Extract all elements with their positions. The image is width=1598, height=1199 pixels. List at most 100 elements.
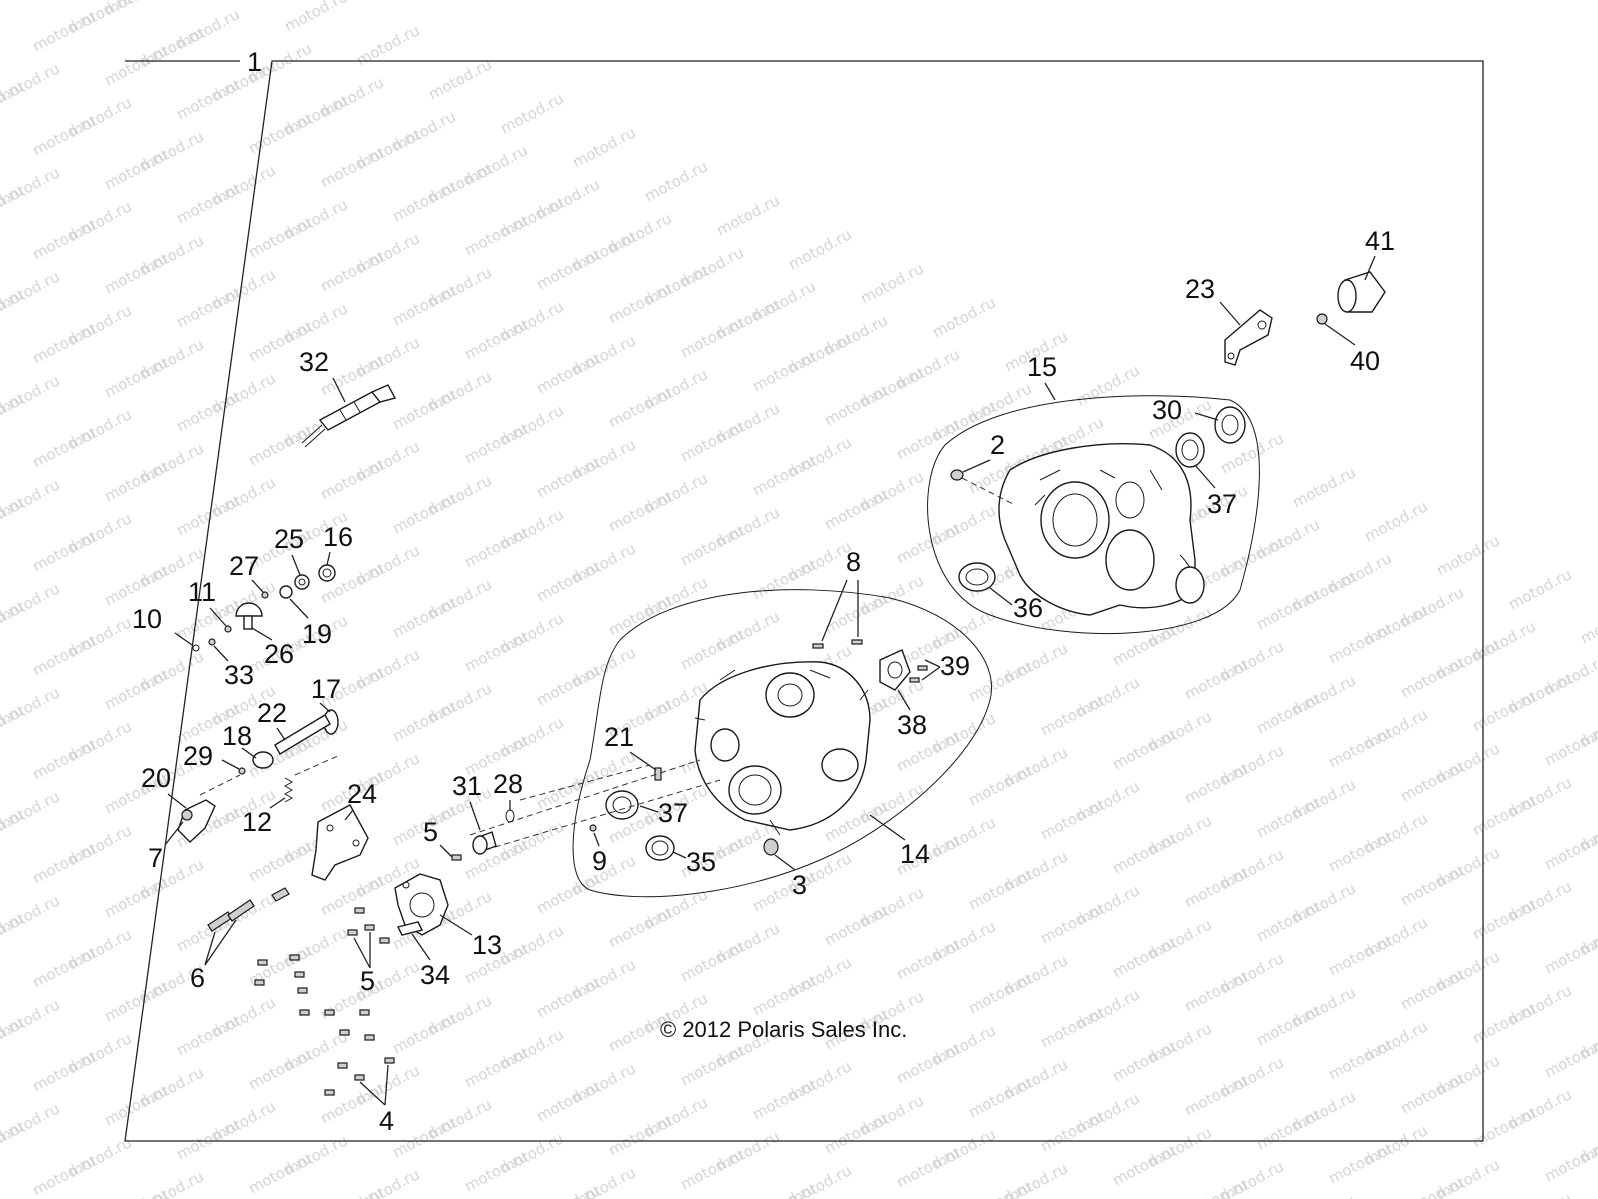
rear-housing-assembly: 15 2 30 37 36 [927, 352, 1260, 635]
watermark-text: motod.ru [1397, 1069, 1466, 1117]
watermark-text: motod.ru [749, 1075, 818, 1123]
callout-27: 27 [229, 551, 259, 581]
watermark-text: motod.ru [965, 969, 1034, 1017]
watermark-text: motod.ru [1037, 795, 1106, 843]
callout-8: 8 [846, 547, 861, 577]
watermark-text: motod.ru [29, 7, 98, 55]
watermark-text: motod.ru [533, 349, 602, 397]
bolts-6 [207, 887, 290, 932]
watermark-text: motod.ru [245, 421, 314, 469]
callout-13: 13 [472, 930, 502, 960]
watermark-text: motod.ru [461, 1147, 530, 1195]
cover-13 [394, 873, 449, 936]
watermark-text: motod.ru [1325, 723, 1394, 771]
watermark-text: motod.ru [389, 1009, 458, 1057]
bearing-19 [279, 585, 293, 599]
watermark-text: motod.ru [605, 487, 674, 535]
watermark-text: motod.ru [1505, 1189, 1574, 1199]
bolts-5-lower [347, 907, 390, 944]
watermark-text: motod.ru [461, 315, 530, 363]
watermark-text: motod.ru [29, 111, 98, 159]
watermark-text: motod.ru [1469, 687, 1538, 735]
watermark-text: motod.ru [1109, 829, 1178, 877]
seal-37-lower [605, 790, 639, 820]
watermark-text: motod.ru [821, 485, 890, 533]
watermark-text: motod.ru [1181, 863, 1250, 911]
watermark-text: motod.ru [173, 387, 242, 435]
watermark-text: motod.ru [713, 191, 782, 239]
callout-23: 23 [1185, 274, 1215, 304]
watermark-text: motod.ru [929, 293, 998, 341]
watermark-text: motod.ru [893, 935, 962, 983]
watermark-text: motod.ru [965, 1177, 1034, 1199]
watermark-text: motod.ru [1109, 1037, 1178, 1085]
watermark-text: motod.ru [101, 145, 170, 193]
sensor-31 [472, 831, 497, 855]
callout-32: 32 [299, 347, 329, 377]
watermark-text: motod.ru [1109, 725, 1178, 773]
dowel-9 [589, 824, 597, 832]
watermark-text: motod.ru [1253, 1105, 1322, 1153]
watermark-text: motod.ru [677, 313, 746, 361]
watermark-text: motod.ru [101, 1081, 170, 1129]
watermark-text: motod.ru [1253, 897, 1322, 945]
watermark-text: motod.ru [101, 977, 170, 1025]
callout-25: 25 [274, 524, 304, 554]
watermark-text: motod.ru [1289, 1191, 1358, 1199]
watermark-text: motod.ru [0, 0, 27, 22]
plug-2 [950, 469, 964, 481]
watermark-text: motod.ru [1181, 1071, 1250, 1119]
spring-12 [283, 777, 294, 803]
watermark-text: motod.ru [677, 937, 746, 985]
watermark-text: motod.ru [1325, 619, 1394, 667]
watermark-text: motod.ru [749, 347, 818, 395]
watermark-text: motod.ru [533, 765, 602, 813]
callout-15: 15 [1027, 352, 1057, 382]
pin-21 [654, 767, 662, 781]
watermark-text: motod.ru [173, 179, 242, 227]
watermark-text: motod.ru [1469, 791, 1538, 839]
watermark-text: motod.ru [1253, 585, 1322, 633]
watermark-text: motod.ru [101, 1185, 170, 1199]
watermark-text: motod.ru [461, 211, 530, 259]
watermark-text: motod.ru [533, 661, 602, 709]
watermark-text: motod.ru [1469, 999, 1538, 1047]
callout-18: 18 [222, 721, 252, 751]
seal-37-upper [1175, 432, 1205, 468]
plug-3 [763, 838, 779, 856]
watermark-text: motod.ru [857, 1195, 926, 1199]
callout-28: 28 [493, 769, 523, 799]
watermark-text: motod.ru [317, 1079, 386, 1127]
watermark-text: motod.ru [353, 21, 422, 69]
callout-31: 31 [452, 771, 482, 801]
watermark-text: motod.ru [1181, 967, 1250, 1015]
washer-35 [645, 835, 675, 861]
watermark-text: motod.ru [1505, 565, 1574, 613]
callout-36: 36 [1013, 593, 1043, 623]
watermark-text: motod.ru [677, 625, 746, 673]
watermark-text: motod.ru [29, 215, 98, 263]
watermark-text: motod.ru [101, 249, 170, 297]
watermark-text: motod.ru [533, 1181, 602, 1199]
watermark-text: motod.ru [173, 283, 242, 331]
shift-shaft-32 [301, 384, 397, 448]
watermark-text: motod.ru [245, 213, 314, 261]
callout-33: 33 [224, 660, 254, 690]
watermark-text: motod.ru [245, 837, 314, 885]
watermark-text: motod.ru [425, 55, 494, 103]
watermark-text: motod.ru [965, 865, 1034, 913]
callout-11: 11 [188, 577, 216, 607]
watermark-text: motod.ru [1325, 931, 1394, 979]
watermark-text: motod.ru [1181, 1175, 1250, 1199]
watermark-text: motod.ru [101, 561, 170, 609]
watermark-text: motod.ru [533, 453, 602, 501]
watermark-text: motod.ru [677, 417, 746, 465]
watermark-text: motod.ru [821, 1109, 890, 1157]
callout-35: 35 [686, 847, 716, 877]
lever-20 [177, 799, 216, 843]
callout-41: 41 [1365, 226, 1395, 256]
gear-26 [235, 602, 263, 630]
callout-20: 20 [141, 763, 171, 793]
watermark-text: motod.ru [1037, 691, 1106, 739]
callout-6: 6 [190, 963, 205, 993]
